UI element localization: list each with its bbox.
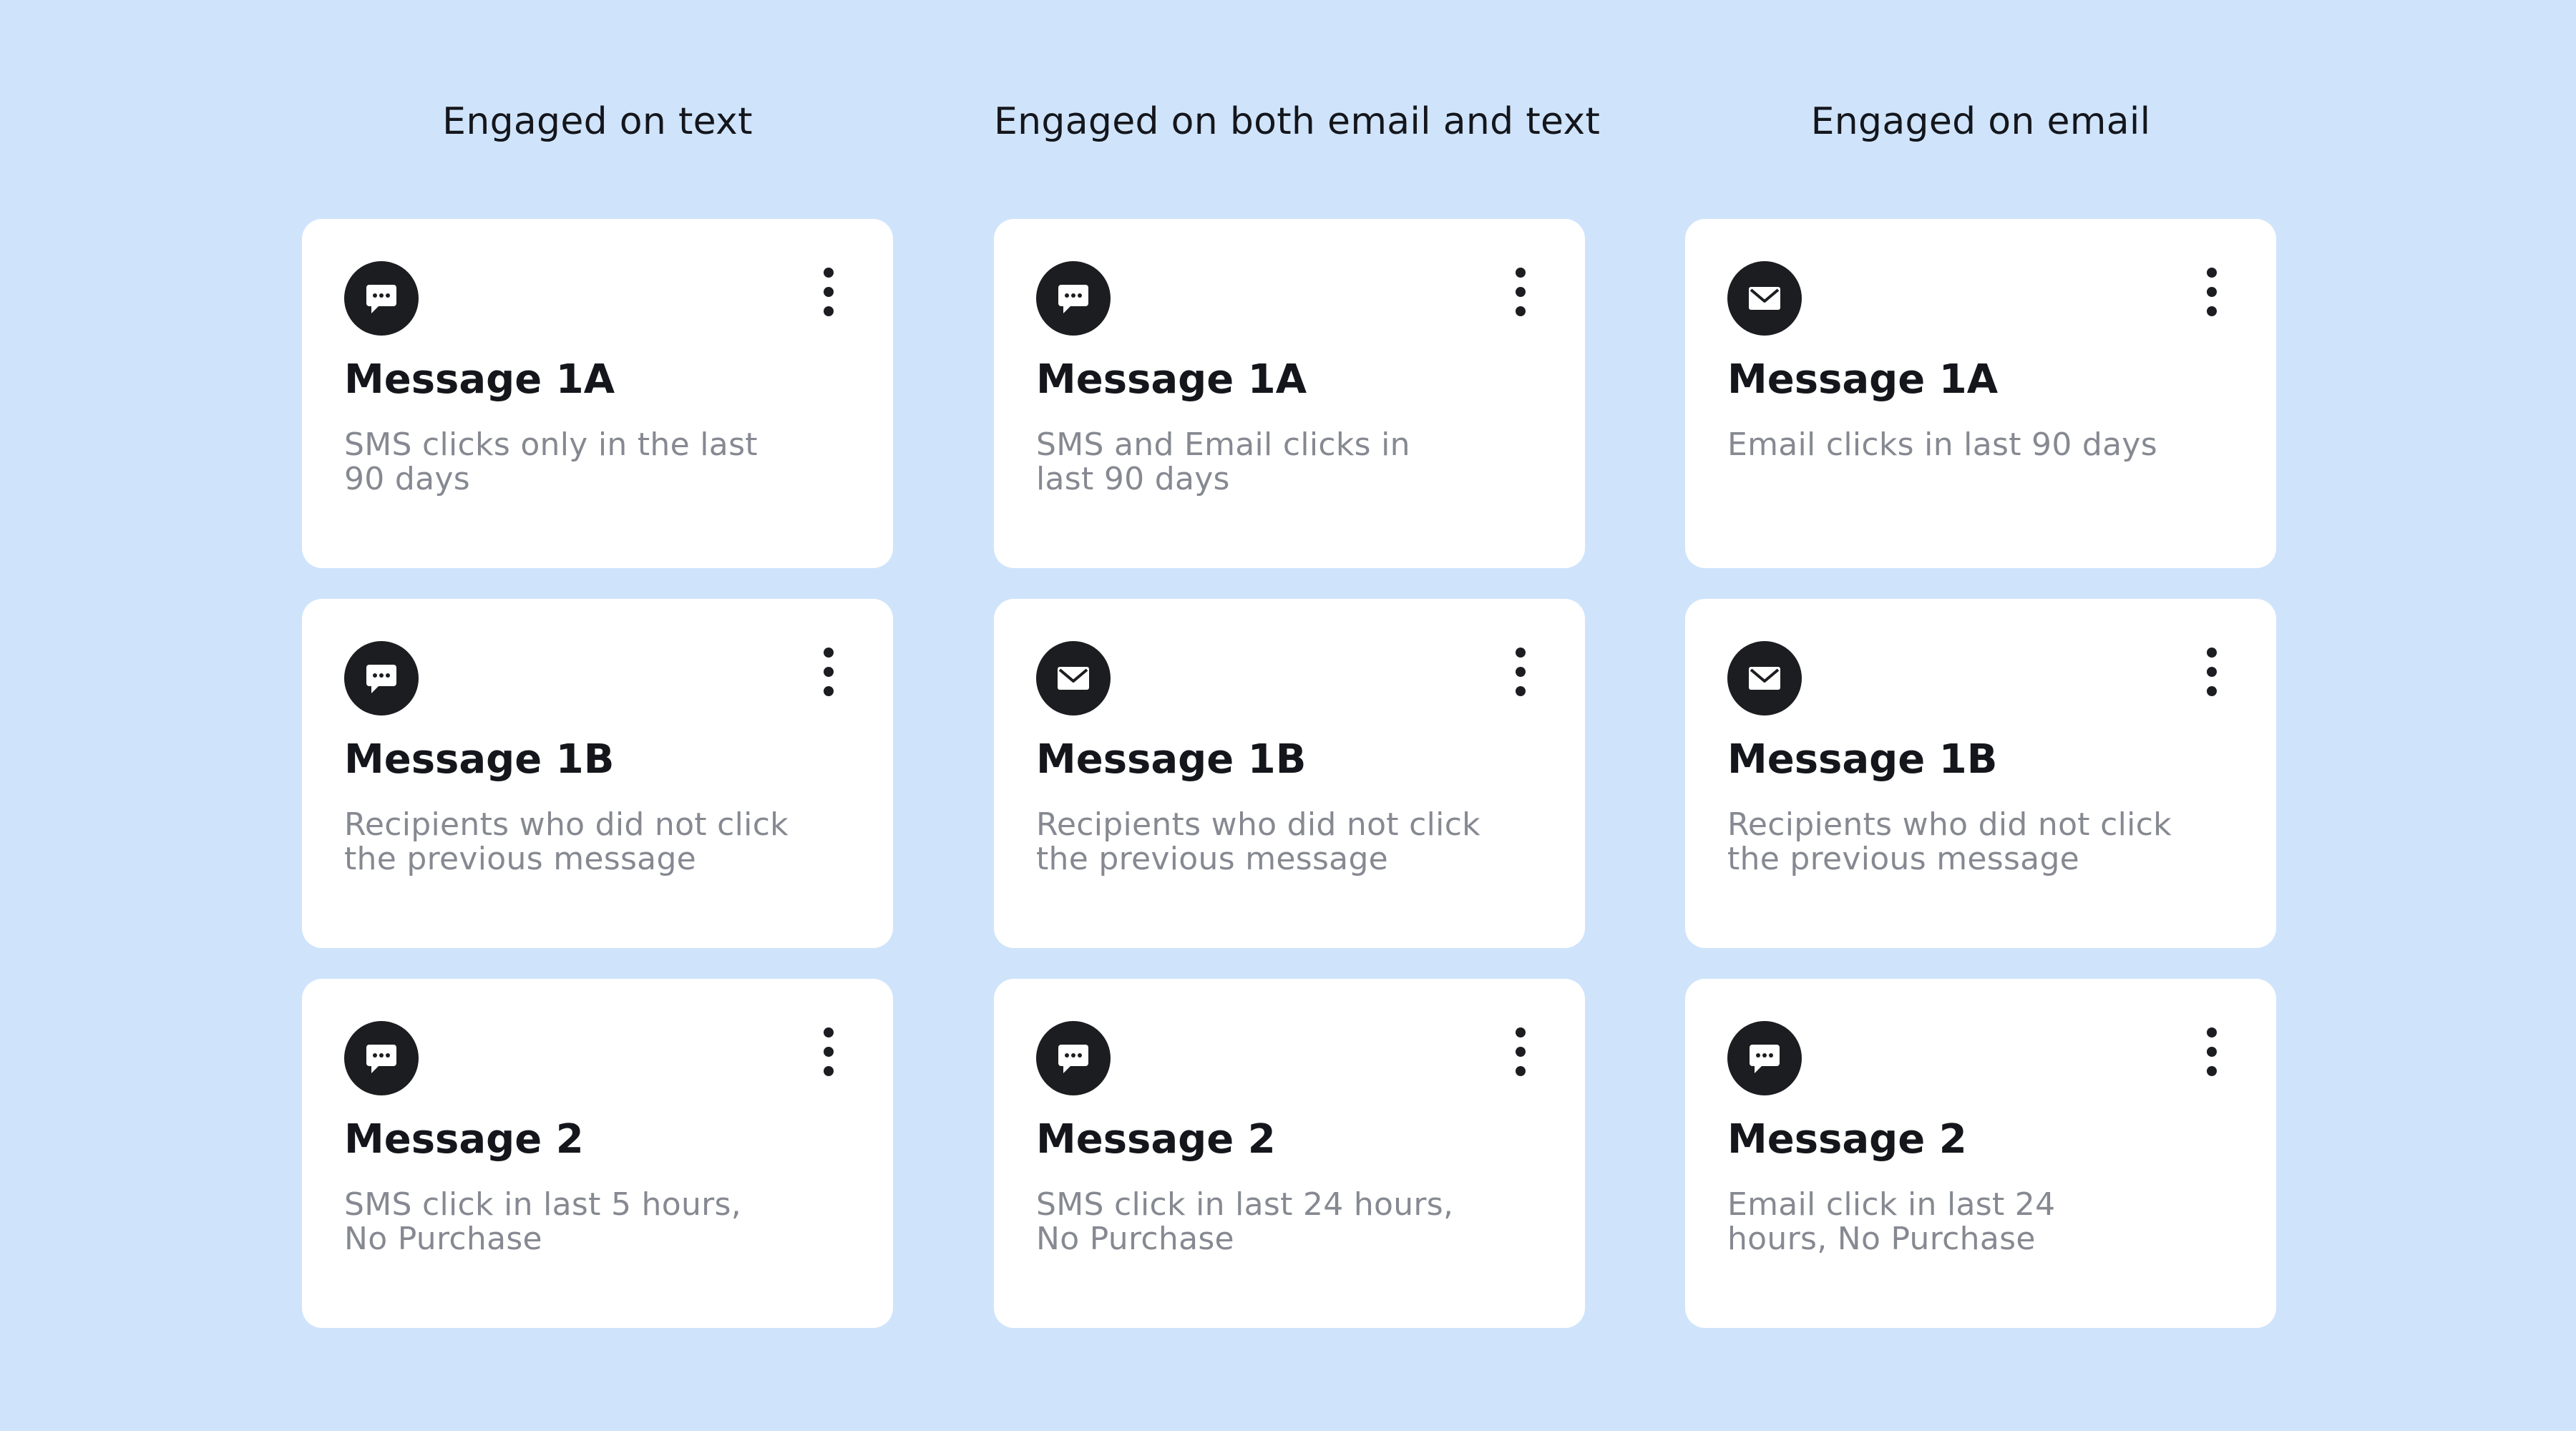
more-options-icon[interactable] [819,268,839,318]
more-options-icon[interactable] [2202,1027,2222,1078]
card-title: Message 1A [344,356,615,403]
column-header: Engaged on email [1810,100,2151,143]
card-description: Recipients who did not click the previou… [344,808,845,876]
message-card[interactable]: Message 1A SMS and Email clicks in last … [994,219,1585,568]
card-description-line: SMS and Email clicks in [1036,426,1410,463]
card-description: SMS click in last 5 hours, No Purchase [344,1188,845,1256]
more-options-icon[interactable] [1511,268,1531,318]
message-card[interactable]: Message 2 SMS click in last 24 hours, No… [994,979,1585,1328]
card-description-line: Recipients who did not click [344,806,789,843]
more-options-icon[interactable] [1511,1027,1531,1078]
sms-chat-icon [1727,1021,1802,1095]
card-description: SMS and Email clicks in last 90 days [1036,428,1537,497]
card-description: SMS clicks only in the last 90 days [344,428,845,497]
message-card[interactable]: Message 1A SMS clicks only in the last 9… [302,219,893,568]
card-description-line: Recipients who did not click [1036,806,1480,843]
card-title: Message 1A [1036,356,1307,403]
card-description-line: the previous message [344,841,697,877]
card-title: Message 1B [344,736,615,783]
card-description: SMS click in last 24 hours, No Purchase [1036,1188,1537,1256]
column-header: Engaged on text [442,100,753,143]
card-description: Email clicks in last 90 days [1727,428,2228,462]
sms-chat-icon [1036,1021,1111,1095]
message-card[interactable]: Message 2 Email click in last 24 hours, … [1685,979,2276,1328]
card-description-line: No Purchase [1036,1221,1234,1257]
card-description-line: 90 days [344,461,470,497]
card-description-line: last 90 days [1036,461,1230,497]
card-description-line: Email click in last 24 [1727,1186,2056,1223]
more-options-icon[interactable] [2202,648,2222,698]
card-title: Message 1A [1727,356,1999,403]
card-description: Recipients who did not click the previou… [1036,808,1537,876]
card-description-line: SMS click in last 5 hours, [344,1186,742,1223]
card-title: Message 2 [1727,1116,1967,1163]
card-description-line: the previous message [1727,841,2080,877]
email-envelope-icon [1036,641,1111,716]
more-options-icon[interactable] [2202,268,2222,318]
message-card[interactable]: Message 1A Email clicks in last 90 days [1685,219,2276,568]
sms-chat-icon [1036,261,1111,336]
sms-chat-icon [344,261,419,336]
card-description-line: No Purchase [344,1221,542,1257]
more-options-icon[interactable] [1511,648,1531,698]
column-header: Engaged on both email and text [994,100,1601,143]
card-description: Email click in last 24 hours, No Purchas… [1727,1188,2228,1256]
card-description-line: SMS click in last 24 hours, [1036,1186,1454,1223]
more-options-icon[interactable] [819,648,839,698]
email-envelope-icon [1727,641,1802,716]
card-description-line: the previous message [1036,841,1389,877]
email-envelope-icon [1727,261,1802,336]
card-description-line: Recipients who did not click [1727,806,2172,843]
card-description: Recipients who did not click the previou… [1727,808,2228,876]
card-description-line: Email clicks in last 90 days [1727,426,2157,463]
message-card[interactable]: Message 2 SMS click in last 5 hours, No … [302,979,893,1328]
message-card[interactable]: Message 1B Recipients who did not click … [1685,599,2276,948]
card-description-line: SMS clicks only in the last [344,426,758,463]
card-title: Message 1B [1727,736,1998,783]
card-title: Message 1B [1036,736,1307,783]
card-title: Message 2 [1036,1116,1276,1163]
card-description-line: hours, No Purchase [1727,1221,2036,1257]
card-title: Message 2 [344,1116,584,1163]
message-card[interactable]: Message 1B Recipients who did not click … [302,599,893,948]
more-options-icon[interactable] [819,1027,839,1078]
sms-chat-icon [344,641,419,716]
sms-chat-icon [344,1021,419,1095]
message-card[interactable]: Message 1B Recipients who did not click … [994,599,1585,948]
